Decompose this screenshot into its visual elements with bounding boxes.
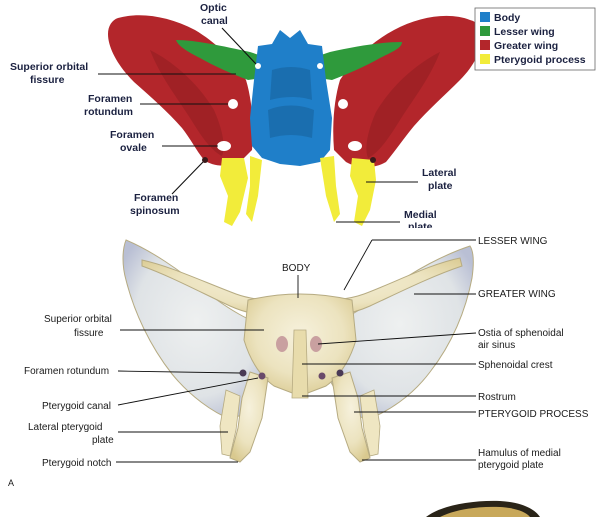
- label-pterygoid-canal: Pterygoid canal: [42, 401, 111, 412]
- label-lesser-wing: LESSER WING: [478, 236, 548, 247]
- foramen-rotundum-left: [228, 99, 238, 109]
- legend-label-greater-wing: Greater wing: [494, 40, 558, 52]
- legend-swatch-pterygoid: [480, 54, 490, 64]
- optic-canal-right: [317, 63, 323, 69]
- label-pterygoid-notch: Pterygoid notch: [42, 458, 112, 469]
- pterygoid-left-inner: [246, 156, 262, 222]
- legend-swatch-lesser-wing: [480, 26, 490, 36]
- label-spinosum-line1: Foramen: [134, 192, 178, 204]
- label-greater-wing: GREATER WING: [478, 289, 556, 300]
- label-optic-canal-line1: Optic: [200, 2, 227, 14]
- pterygoid-left: [220, 158, 248, 226]
- body-blue: [250, 30, 332, 166]
- legend-swatch-body: [480, 12, 490, 22]
- crop-band: [0, 228, 598, 234]
- label-lateral-line1: Lateral: [422, 167, 457, 179]
- label-body: BODY: [282, 263, 311, 274]
- label-sphenoidal-crest: Sphenoidal crest: [478, 360, 553, 371]
- foramen-ovale-right: [348, 141, 362, 151]
- pterygoid-right: [350, 158, 376, 226]
- legend: Body Lesser wing Greater wing Pterygoid …: [475, 8, 595, 70]
- legend-label-body: Body: [494, 12, 520, 24]
- label-sup-orbital-line1: Superior orbital: [10, 61, 88, 73]
- label-medial-line1: Medial: [404, 209, 437, 221]
- photo-ostium-left: [276, 336, 288, 352]
- pterygoid-right-inner: [320, 156, 340, 222]
- legend-swatch-greater-wing: [480, 40, 490, 50]
- label-optic-canal-line2: canal: [201, 15, 228, 27]
- label-hamulus-line1: Hamulus of medial: [478, 448, 561, 459]
- label-bottom-sup-orbital-line2: fissure: [74, 328, 104, 339]
- label-ostia-line1: Ostia of sphenoidal: [478, 328, 564, 339]
- label-rotundum-line2: rotundum: [84, 106, 133, 118]
- label-rotundum-line1: Foramen: [88, 93, 132, 105]
- label-ovale-line1: Foramen: [110, 129, 154, 141]
- figure-letter: A: [8, 478, 14, 488]
- leader-lesser-wing-b: [344, 240, 372, 290]
- photo-foramen-rotundum-right: [337, 370, 344, 377]
- label-rostrum: Rostrum: [478, 392, 516, 403]
- legend-label-lesser-wing: Lesser wing: [494, 26, 555, 38]
- label-sup-orbital-line2: fissure: [30, 74, 65, 86]
- label-lateral-pterygoid-line2: plate: [92, 435, 114, 446]
- label-pterygoid-process: PTERYGOID PROCESS: [478, 409, 589, 420]
- foramen-ovale-left: [217, 141, 231, 151]
- photo-pterygoid-canal-right: [319, 373, 326, 380]
- foramen-rotundum-right: [338, 99, 348, 109]
- label-ostia-line2: air sinus: [478, 340, 515, 351]
- legend-label-pterygoid: Pterygoid process: [494, 54, 586, 66]
- label-lateral-line2: plate: [428, 180, 453, 192]
- label-ovale-line2: ovale: [120, 142, 147, 154]
- label-lateral-pterygoid-line1: Lateral pterygoid: [28, 422, 103, 433]
- photo-pterygoid-canal-left: [259, 373, 266, 380]
- foramen-spinosum-right: [370, 157, 376, 163]
- label-spinosum-line2: spinosum: [130, 205, 180, 217]
- leader-spinosum: [172, 162, 203, 194]
- label-foramen-rotundum: Foramen rotundum: [24, 366, 109, 377]
- label-bottom-sup-orbital-line1: Superior orbital: [44, 314, 112, 325]
- label-hamulus-line2: pterygoid plate: [478, 460, 544, 471]
- photo-foramen-rotundum-left: [240, 370, 247, 377]
